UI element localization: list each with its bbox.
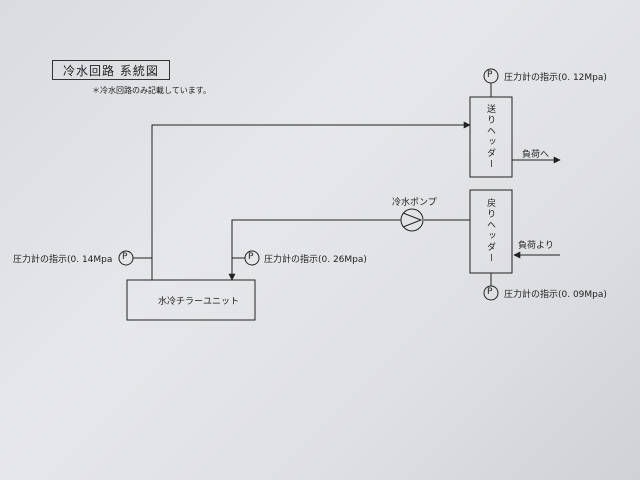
return-pipe-b (228, 219, 401, 281)
gauge-symbol: P (487, 287, 493, 297)
diagram-title: 冷水回路 系統図 (52, 60, 170, 80)
pump-triangle-icon (402, 212, 423, 228)
gauge-reading-chiller-in: 圧力計の指示(0. 26Mpa) (264, 255, 367, 265)
chiller-label: 水冷チラーユニット (158, 297, 240, 307)
diagram-note: ＊冷水回路のみ記載しています。 (92, 86, 211, 95)
pressure-gauge-icon (118, 250, 134, 266)
chiller-box (126, 279, 256, 321)
pressure-gauge-icon (483, 68, 499, 84)
gauge-reading-return: 圧力計の指示(0. 09Mpa) (504, 290, 607, 300)
gauge-symbol: P (122, 252, 128, 262)
supply-header-label: 送りヘッダー (485, 104, 495, 170)
pressure-gauge-icon (244, 250, 260, 266)
gauge-symbol: P (487, 70, 493, 80)
gauge-reading-chiller-out: 圧力計の指示(0. 14Mpa (13, 255, 113, 265)
gauge-symbol: P (248, 252, 254, 262)
from-load-label: 負荷より (518, 241, 554, 251)
pump-icon (400, 208, 424, 232)
to-load-label: 負荷へ (522, 150, 550, 160)
return-header-label: 戻りヘッダー (485, 198, 495, 264)
supply-pipe (151, 121, 471, 280)
pressure-gauge-icon (483, 285, 499, 301)
pump-label: 冷水ポンプ (392, 198, 437, 208)
gauge-reading-supply: 圧力計の指示(0. 12Mpa) (504, 73, 607, 83)
